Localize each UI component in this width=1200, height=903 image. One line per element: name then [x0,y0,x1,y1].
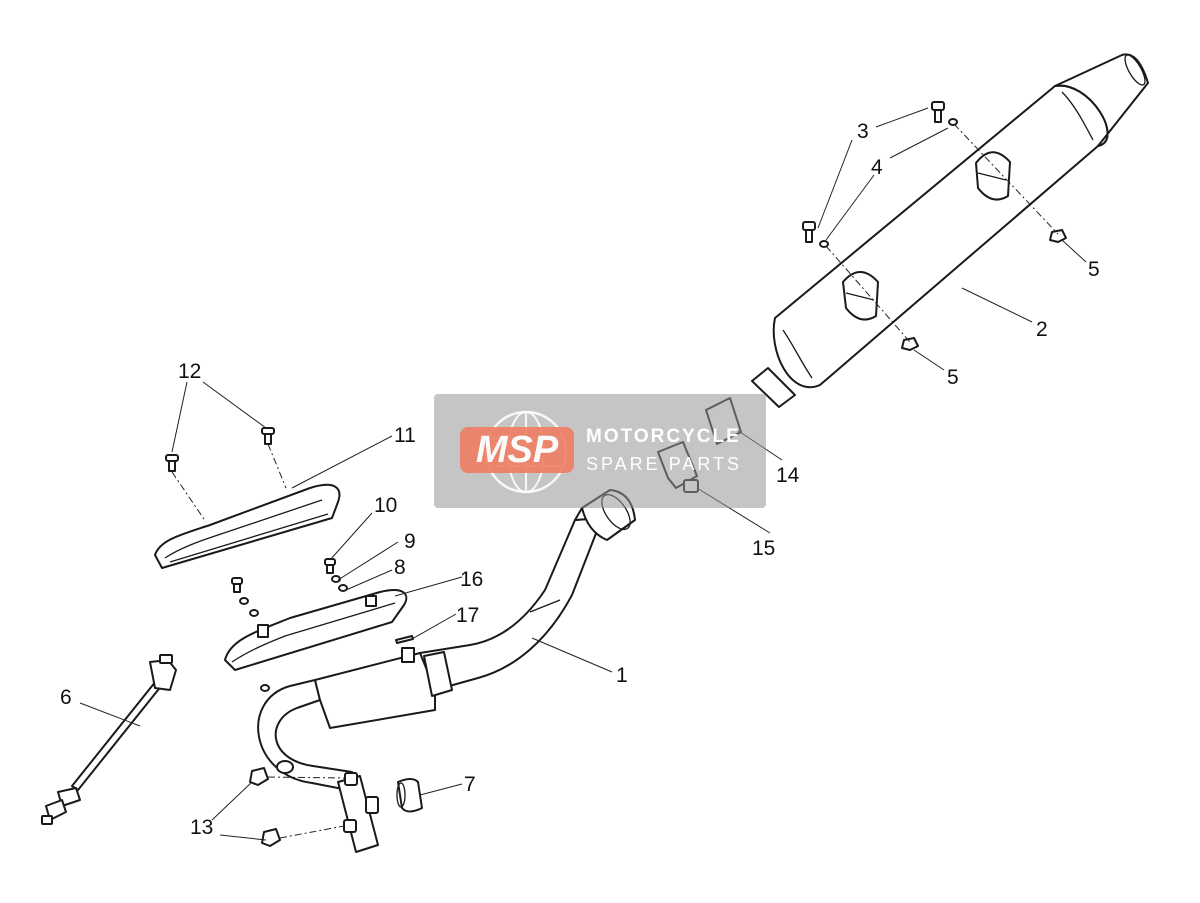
callout-13: 13 [190,816,213,839]
screw-part-3-lower[interactable] [802,221,816,243]
callout-9: 9 [404,530,416,553]
heat-shield-lower[interactable] [224,589,408,671]
nut-part-13-upper[interactable] [249,767,269,786]
grommet-near-bend[interactable] [260,684,270,692]
leader-lines [79,107,1087,841]
screw-part-3-upper[interactable] [931,101,945,123]
watermark-line-2: SPARE PARTS [586,454,743,474]
gasket-part-7[interactable] [396,778,423,813]
callout-17: 17 [456,604,479,627]
exhaust-header-pipe[interactable] [257,489,636,853]
callout-1: 1 [616,664,628,687]
silencer-upper-bracket [975,151,1011,201]
grommet-part-8[interactable] [338,584,348,592]
silencer[interactable] [751,52,1149,408]
callout-4: 4 [871,156,883,179]
clip-part-17[interactable] [395,635,414,644]
callout-5-upper: 5 [1088,258,1100,281]
silencer-lower-bracket [842,271,879,321]
watermark-line-1: MOTORCYCLE [586,426,741,447]
watermark: MSP MOTORCYCLE SPARE PARTS [434,394,766,508]
heat-shield-upper[interactable] [154,483,341,569]
callout-14: 14 [776,464,800,487]
callout-5-lower: 5 [947,366,959,389]
callout-6: 6 [60,686,72,709]
callout-15: 15 [752,537,775,560]
screw-part-12-right[interactable] [261,427,275,445]
callout-10: 10 [374,494,397,517]
lambda-sensor-part-6[interactable] [41,654,177,825]
washer-part-4-upper[interactable] [948,118,958,126]
washer-part-4-lower[interactable] [819,240,829,248]
screw-part-12-left[interactable] [165,454,179,472]
callout-2: 2 [1036,318,1048,341]
nut-part-13-lower[interactable] [261,828,281,847]
washer-left-lower-shield[interactable] [239,597,249,605]
grommet-left-lower-shield[interactable] [249,609,259,617]
watermark-logo: MSP [460,427,574,473]
callout-11: 11 [394,424,416,447]
nut-part-5-upper[interactable] [1049,229,1067,243]
screw-part-10[interactable] [324,558,336,574]
callout-8: 8 [394,556,406,579]
screw-left-lower-shield[interactable] [231,577,243,593]
callout-12: 12 [178,360,201,383]
callout-3: 3 [857,120,869,143]
callout-16: 16 [460,568,483,591]
callout-7: 7 [464,773,476,796]
nut-part-5-lower[interactable] [901,337,919,351]
